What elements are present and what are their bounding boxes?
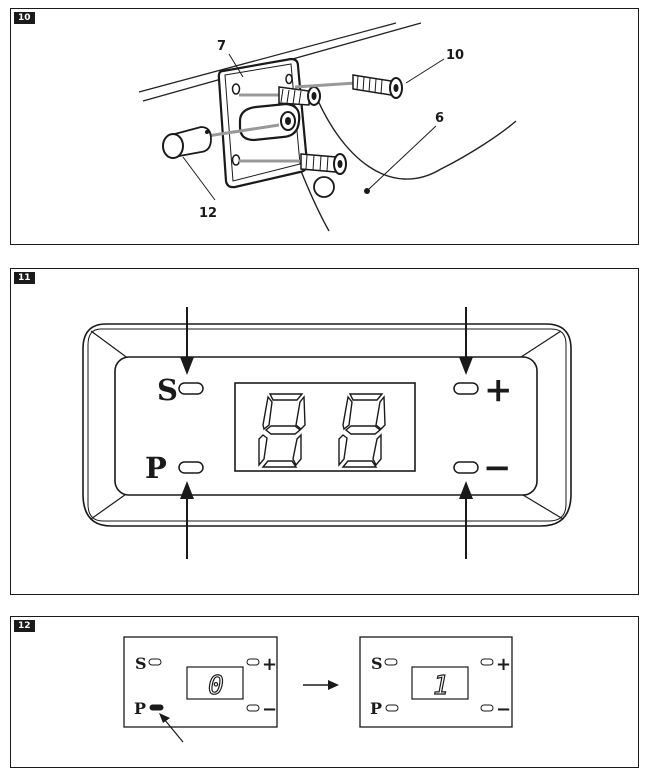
memory-preset-illustration: S P + − 0 S P + (123, 636, 513, 743)
callout-10: 10 (446, 48, 464, 63)
arrow-preset (180, 481, 194, 559)
down-key-label: − (483, 448, 512, 488)
before-set-label: S (135, 654, 147, 673)
up-key-label: + (484, 370, 513, 410)
before-preset-button-pressed[interactable] (149, 704, 164, 711)
before-preset-label: P (134, 699, 146, 718)
after-display-value: 1 (433, 671, 449, 701)
figure-10-number: 10 (14, 12, 35, 24)
before-panel: S P + − 0 (123, 636, 278, 728)
callout-6: 6 (435, 111, 444, 126)
dowel-part (294, 74, 403, 99)
display-digits-88 (258, 393, 386, 468)
after-panel: S P + − 1 (359, 636, 513, 728)
set-button[interactable] (178, 382, 204, 395)
callout-7: 7 (217, 39, 226, 54)
down-button[interactable] (453, 461, 479, 474)
after-preset-label: P (370, 699, 382, 718)
figure-11-number: 11 (14, 272, 35, 284)
after-up-label: + (496, 654, 511, 675)
after-set-label: S (371, 654, 383, 673)
locking-pin (162, 123, 280, 159)
callout-12: 12 (199, 206, 217, 221)
up-button[interactable] (453, 382, 479, 395)
control-panel-illustration: S P + − (82, 307, 572, 559)
before-down-label: − (262, 699, 277, 720)
preset-button[interactable] (178, 461, 204, 474)
arrow-set (180, 307, 194, 375)
lower-screw (239, 153, 347, 175)
figure-11-panel: 11 S P + − (10, 268, 639, 595)
figure-12-number: 12 (14, 620, 35, 632)
figure-12-panel: 12 S P + − 0 S P (10, 616, 639, 768)
press-arrow (159, 713, 184, 743)
figure-10-panel: 10 (10, 8, 639, 245)
arrow-down (459, 481, 473, 559)
set-key-label: S (157, 373, 178, 407)
arrow-up (459, 307, 473, 375)
transition-arrow (303, 680, 339, 690)
preset-key-label: P (145, 451, 167, 485)
mounting-bracket (217, 57, 309, 189)
after-down-label: − (496, 699, 511, 720)
bracket-mounting-illustration: 7 10 6 12 (138, 22, 517, 232)
before-up-label: + (262, 654, 277, 675)
before-display-value: 0 (208, 671, 224, 701)
